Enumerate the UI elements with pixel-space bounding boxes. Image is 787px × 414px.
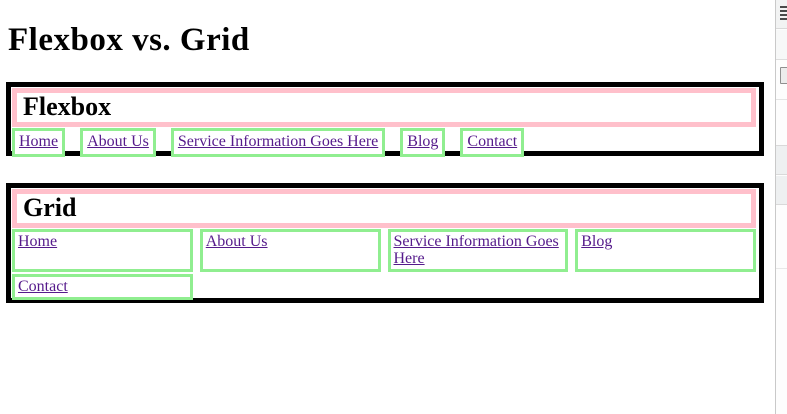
page-title: Flexbox vs. Grid <box>8 22 250 58</box>
flexbox-nav-link-service[interactable]: Service Information Goes Here <box>170 128 386 157</box>
square-outline-icon <box>780 67 787 84</box>
panel-row <box>776 30 787 84</box>
flexbox-nav-link-about[interactable]: About Us <box>80 128 156 157</box>
grid-heading: Grid <box>23 194 77 222</box>
flexbox-heading: Flexbox <box>23 93 112 121</box>
flexbox-section: Flexbox Home About Us Service Informatio… <box>6 82 764 157</box>
flexbox-nav-link-blog[interactable]: Blog <box>400 128 446 157</box>
panel-divider <box>776 99 787 100</box>
panel-row <box>776 176 787 205</box>
flexbox-nav-link-home[interactable]: Home <box>12 128 66 157</box>
grid-nav-link-about[interactable]: About Us <box>199 229 381 272</box>
grid-section-header: Grid <box>12 189 756 228</box>
panel-row <box>776 0 787 29</box>
grid-nav: Home About Us Service Information Goes H… <box>12 229 756 300</box>
grid-nav-link-home[interactable]: Home <box>12 229 193 272</box>
flexbox-section-header: Flexbox <box>12 88 756 127</box>
panel-row <box>776 145 787 175</box>
grid-nav-link-contact[interactable]: Contact <box>12 274 193 300</box>
panel-divider <box>776 268 787 269</box>
grid-section: Grid Home About Us Service Information G… <box>6 183 764 303</box>
right-edge-panel <box>775 0 787 414</box>
flexbox-nav-link-contact[interactable]: Contact <box>460 128 525 157</box>
grid-nav-link-service[interactable]: Service Information Goes Here <box>387 229 569 272</box>
flexbox-nav: Home About Us Service Information Goes H… <box>12 128 756 157</box>
list-lines-icon <box>780 6 787 22</box>
grid-nav-link-blog[interactable]: Blog <box>575 229 756 272</box>
